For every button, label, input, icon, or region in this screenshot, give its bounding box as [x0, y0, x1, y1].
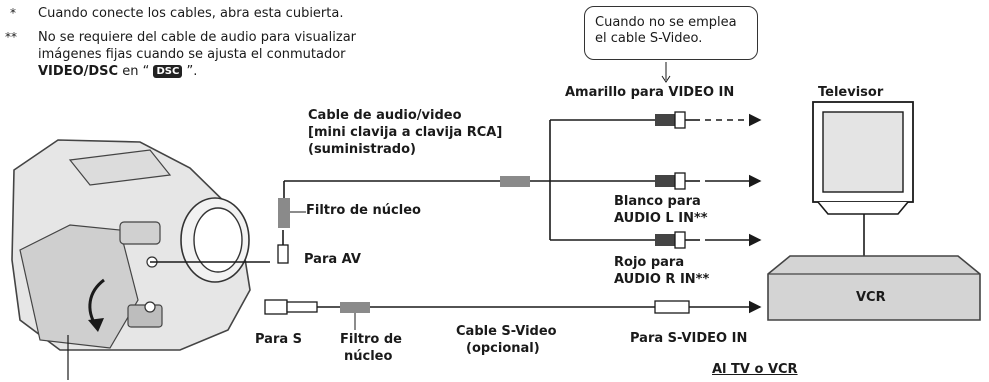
svideo-cable-label-1: Cable S-Video — [456, 324, 557, 339]
svideo-callout: Cuando no se emplea el cable S-Video. — [584, 6, 758, 60]
callout-line-1: Cuando no se emplea — [595, 15, 737, 30]
core-filter-bottom — [340, 302, 370, 313]
note-2-mark: ** — [5, 30, 17, 44]
note-1-mark: * — [10, 6, 16, 20]
vcr — [767, 255, 981, 321]
white-audio-label-1: Blanco para — [614, 194, 701, 209]
note-2-switch-name: VIDEO/DSC — [38, 64, 119, 79]
camcorder — [11, 139, 251, 380]
svideo-cable — [264, 299, 762, 330]
rca-plug-yellow — [655, 111, 762, 129]
to-av-label: Para AV — [304, 252, 361, 267]
av-cable-label-2: [mini clavija a clavija RCA] — [308, 125, 503, 140]
core-filter-top-label: Filtro de núcleo — [306, 203, 421, 218]
av-cable — [150, 119, 655, 264]
av-mini-plug — [277, 244, 289, 264]
core-filter-top — [278, 198, 290, 228]
note-2-close: ”. — [186, 64, 198, 79]
camcorder-grip — [19, 224, 139, 349]
svideo-cable-label-2: (opcional) — [466, 341, 540, 356]
to-tv-or-vcr-label: Al TV o VCR — [712, 362, 798, 377]
callout-pointer-head — [661, 75, 671, 83]
callout-line-2: el cable S-Video. — [595, 31, 703, 46]
core-filter-bottom-label-2: núcleo — [344, 349, 393, 364]
rca-plug-red — [655, 231, 762, 249]
television — [812, 101, 914, 256]
note-2-line-3: VIDEO/DSC en “ DSC ”. — [38, 64, 197, 80]
s-plug-left — [264, 299, 288, 315]
to-svideo-in-label: Para S-VIDEO IN — [630, 331, 748, 346]
white-audio-label-2: AUDIO L IN** — [614, 211, 708, 226]
s-jack — [144, 301, 156, 313]
core-filter-bottom-label-1: Filtro de — [340, 332, 402, 347]
yellow-video-in-label: Amarillo para VIDEO IN — [565, 85, 735, 100]
vcr-label: VCR — [856, 290, 886, 305]
core-filter-middle — [500, 176, 530, 187]
note-2-line-2: imágenes fijas cuando se ajusta el conmu… — [38, 47, 346, 62]
open-cover-arrow-head — [88, 318, 104, 332]
s-plug-right — [654, 300, 690, 314]
av-cable-label-3: (suministrado) — [308, 142, 416, 157]
note-2-en: en “ — [118, 64, 150, 79]
tv-label: Televisor — [818, 85, 884, 100]
rca-plug-white — [655, 172, 762, 190]
note-1-text: Cuando conecte los cables, abra esta cub… — [38, 6, 344, 21]
note-2-line-1: No se requiere del cable de audio para v… — [38, 30, 357, 45]
to-s-label: Para S — [255, 332, 303, 347]
red-audio-label-2: AUDIO R IN** — [614, 272, 710, 287]
top-panel — [68, 149, 172, 186]
lens — [193, 207, 243, 273]
tv-screen — [822, 111, 904, 193]
red-audio-label-1: Rojo para — [614, 255, 685, 270]
av-cable-label-1: Cable de audio/video — [308, 108, 462, 123]
viewfinder — [119, 221, 161, 245]
dsc-badge: DSC — [153, 65, 183, 78]
